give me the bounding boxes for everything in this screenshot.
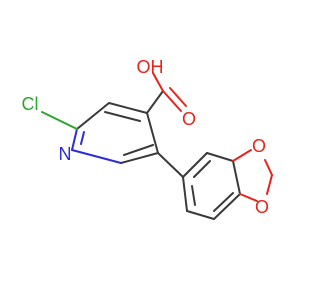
bond-double-inner (193, 160, 211, 178)
bond-to-cl (41, 111, 78, 130)
bond (213, 193, 241, 220)
bond (182, 176, 188, 212)
bond-to-oh (152, 72, 164, 92)
bond-double-inner (191, 185, 196, 206)
bond-double-inner (104, 111, 141, 122)
bond-to-carbonyl-o (162, 90, 182, 112)
atom-o-dioxole-bottom: O (255, 197, 269, 217)
bond-to-n (71, 128, 78, 151)
bond-double-inner (213, 192, 234, 212)
bond (108, 102, 148, 114)
bond (120, 152, 159, 164)
bond-to-o (239, 193, 258, 202)
bond-double-inner-n (80, 131, 85, 145)
atom-o-dioxole-top: O (252, 136, 266, 156)
atom-o-carbonyl: O (182, 109, 196, 129)
bond (206, 152, 234, 162)
bond (186, 210, 215, 220)
bond (232, 160, 241, 195)
bond-o-ch2 (264, 159, 273, 176)
atom-n: N (59, 144, 72, 164)
structure-canvas: OH O Cl N O O (21, 57, 273, 220)
atom-oh: OH (137, 57, 164, 77)
bond-double-inner (123, 144, 154, 156)
atom-cl: Cl (22, 94, 39, 114)
bond-to-n (71, 149, 122, 164)
bond-double-carbonyl-o (169, 87, 187, 107)
carboxylic-acid-group (146, 72, 187, 114)
molecule-structure: OH O Cl N O O (22, 57, 273, 220)
pyridine-ring (71, 102, 159, 164)
bond-ch2-o (266, 174, 273, 195)
bond-to-o (232, 149, 252, 162)
bond (146, 90, 164, 114)
bond (182, 152, 208, 178)
biaryl-bond (157, 152, 184, 178)
bond (76, 102, 110, 130)
dioxole-ring (232, 149, 273, 202)
bond (146, 112, 159, 154)
benzodioxole-ring (182, 152, 241, 220)
